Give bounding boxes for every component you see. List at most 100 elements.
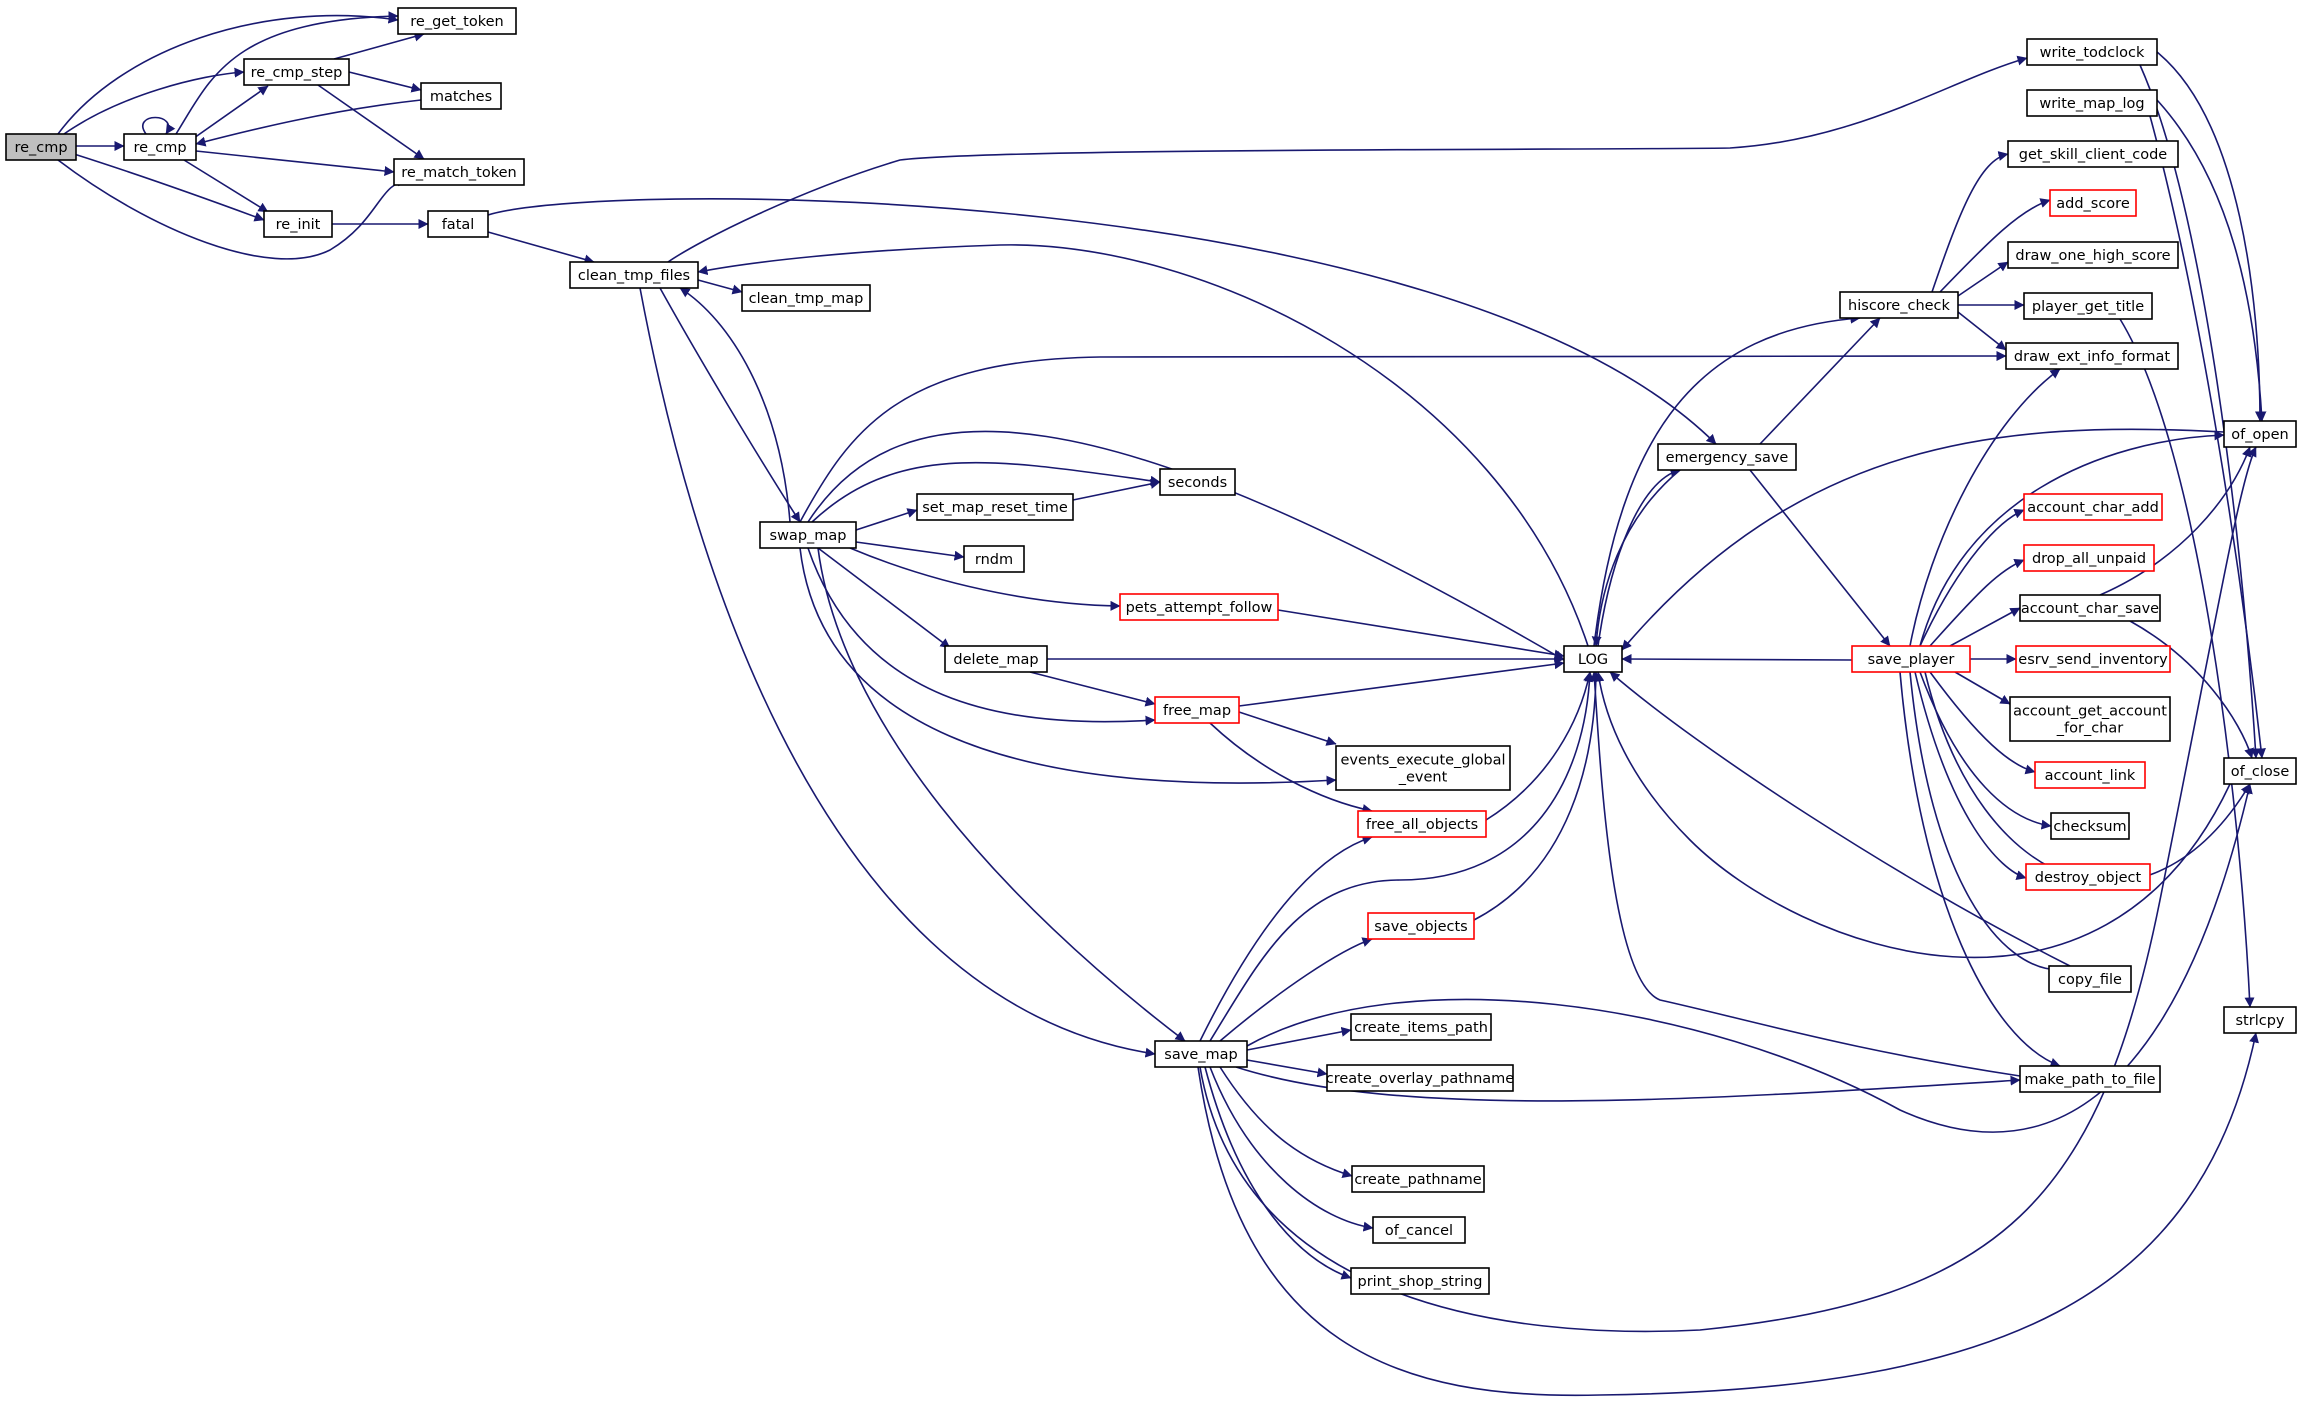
edge-account_char_save-to-of_close (2129, 620, 2254, 759)
node-strlcpy[interactable]: strlcpy (2223, 1006, 2297, 1034)
edge-re_cmp-to-re_cmp_step (193, 85, 269, 139)
node-clean-tmp-files[interactable]: clean_tmp_files (569, 261, 699, 289)
edge-hiscore_check-to-draw_ext_info_format (1957, 311, 2007, 351)
node-label: save_objects (1374, 919, 1467, 935)
node-re-match-token[interactable]: re_match_token (393, 158, 525, 186)
node-write-todclock[interactable]: write_todclock (2026, 38, 2158, 66)
node-label: re_cmp (133, 140, 186, 156)
edge-set_map_reset_time-to-seconds (1072, 479, 1161, 501)
node-get-skill-client-code[interactable]: get_skill_client_code (2007, 140, 2179, 168)
node-add-score[interactable]: add_score (2049, 189, 2137, 217)
edge-of_open-to-LOG (1621, 428, 2225, 651)
node-label: copy_file (2058, 972, 2122, 988)
edge-write_map_log-to-of_open (2156, 99, 2267, 422)
node-label: free_map (1163, 703, 1231, 719)
node-label: free_all_objects (1366, 817, 1478, 833)
node-label: add_score (2056, 196, 2130, 212)
node-re-cmp[interactable]: re_cmp (123, 133, 197, 161)
node-label: of_cancel (1385, 1223, 1453, 1239)
node-delete-map[interactable]: delete_map (944, 645, 1048, 673)
node-write-map-log[interactable]: write_map_log (2026, 89, 2158, 117)
node-save-map[interactable]: save_map (1154, 1040, 1248, 1068)
edge-swap_map-to-draw_ext_info_format (799, 351, 2007, 523)
node-label: create_items_path (1354, 1020, 1488, 1036)
node-label: account_link (2045, 768, 2136, 784)
node-label: draw_ext_info_format (2014, 349, 2170, 365)
node-clean-tmp-map[interactable]: clean_tmp_map (741, 284, 871, 312)
edge-emergency_save-to-save_player (1749, 469, 1891, 647)
node-pets-attempt-follow[interactable]: pets_attempt_follow (1119, 593, 1279, 621)
node-checksum[interactable]: checksum (2050, 812, 2130, 840)
node-free-map[interactable]: free_map (1154, 696, 1240, 724)
node-drop-all-unpaid[interactable]: drop_all_unpaid (2023, 544, 2155, 572)
node-label: get_skill_client_code (2019, 147, 2167, 163)
node-matches[interactable]: matches (420, 82, 502, 110)
node-esrv-send-inventory[interactable]: esrv_send_inventory (2015, 645, 2171, 673)
node-draw-ext-info-format[interactable]: draw_ext_info_format (2005, 342, 2179, 370)
node-of-close[interactable]: of_close (2223, 757, 2297, 785)
edge-save_player-to-drop_all_unpaid (1929, 559, 2025, 647)
edge-save_map-to-LOG (1209, 671, 1595, 1042)
node-emergency-save[interactable]: emergency_save (1657, 443, 1797, 471)
node-copy-file[interactable]: copy_file (2048, 965, 2132, 993)
node-account-char-save[interactable]: account_char_save (2019, 594, 2161, 622)
node-label: account_char_add (2027, 500, 2159, 516)
node-label: esrv_send_inventory (2018, 652, 2168, 668)
node-label: print_shop_string (1357, 1274, 1482, 1290)
edge-re_cmp_step-to-re_get_token (333, 31, 425, 60)
node-of-open[interactable]: of_open (2223, 420, 2297, 448)
node-of-cancel[interactable]: of_cancel (1372, 1216, 1466, 1244)
node-save-objects[interactable]: save_objects (1367, 912, 1475, 940)
node-events-execute-global-event[interactable]: events_execute_global_event (1335, 745, 1511, 791)
edge-swap_map-to-save_map (817, 547, 1186, 1042)
node-label: LOG (1578, 652, 1608, 668)
edge-swap_map-to-seconds (811, 461, 1161, 523)
node-make-path-to-file[interactable]: make_path_to_file (2019, 1065, 2161, 1093)
node-LOG[interactable]: LOG (1563, 645, 1623, 673)
node-label: emergency_save (1666, 450, 1789, 466)
edge-save_player-to-account_char_add (1919, 509, 2025, 647)
node-re-init[interactable]: re_init (263, 210, 333, 238)
edge-delete_map-to-free_map (1029, 671, 1156, 707)
edge-swap_map-to-rndm (855, 541, 965, 561)
node-account-char-add[interactable]: account_char_add (2023, 493, 2163, 521)
edge-save_player-to-destroy_object (1914, 671, 2027, 880)
node-label: of_open (2231, 427, 2288, 443)
edge-swap_map-to-LOG (807, 430, 1565, 661)
edge-free_map-to-events_execute_global_event (1238, 711, 1337, 746)
node-seconds[interactable]: seconds (1159, 468, 1236, 496)
node-re-cmp-step[interactable]: re_cmp_step (243, 58, 350, 86)
node-re-get-token[interactable]: re_get_token (397, 7, 517, 35)
edge-clean_tmp_files-to-clean_tmp_map (697, 279, 743, 295)
node-hiscore-check[interactable]: hiscore_check (1839, 291, 1959, 319)
node-destroy-object[interactable]: destroy_object (2025, 863, 2151, 891)
edge-save_player-to-checksum (1919, 671, 2052, 830)
node-label: of_close (2231, 764, 2290, 780)
node-rndm[interactable]: rndm (963, 545, 1025, 573)
node-label: create_pathname (1354, 1172, 1481, 1188)
edge-save_map-to-strlcpy (1197, 1032, 2259, 1397)
node-label: create_overlay_pathname (1326, 1071, 1515, 1087)
node-fatal[interactable]: fatal (427, 210, 489, 238)
edge-emergency_save-to-hiscore_check (1759, 317, 1881, 445)
node-create-items-path[interactable]: create_items_path (1350, 1013, 1492, 1041)
node-label: strlcpy (2236, 1013, 2285, 1029)
node-label: rndm (975, 552, 1013, 568)
node-print-shop-string[interactable]: print_shop_string (1350, 1267, 1490, 1295)
node-create-overlay-pathname[interactable]: create_overlay_pathname (1326, 1064, 1515, 1092)
node-save-player[interactable]: save_player (1851, 645, 1971, 673)
edge-save_player-to-copy_file (1909, 671, 2061, 975)
node-re-cmp-root[interactable]: re_cmp (5, 133, 77, 161)
node-account-link[interactable]: account_link (2034, 761, 2146, 789)
node-player-get-title[interactable]: player_get_title (2023, 292, 2153, 320)
edge-re_cmp-to-re_match_token (195, 150, 395, 176)
node-set-map-reset-time[interactable]: set_map_reset_time (916, 493, 1074, 521)
node-label: re_cmp (14, 140, 67, 156)
node-account-get-account-for-char[interactable]: account_get_account_for_char (2009, 696, 2171, 742)
node-swap-map[interactable]: swap_map (759, 521, 857, 549)
edge-save_map-to-of_cancel (1209, 1066, 1374, 1232)
node-layer: re_cmp re_cmp re_cmp_step re_get_tokenmatch… (5, 7, 2297, 1295)
node-draw-one-high-score[interactable]: draw_one_high_score (2007, 241, 2179, 269)
node-create-pathname[interactable]: create_pathname (1351, 1165, 1485, 1193)
node-free-all-objects[interactable]: free_all_objects (1357, 810, 1487, 838)
